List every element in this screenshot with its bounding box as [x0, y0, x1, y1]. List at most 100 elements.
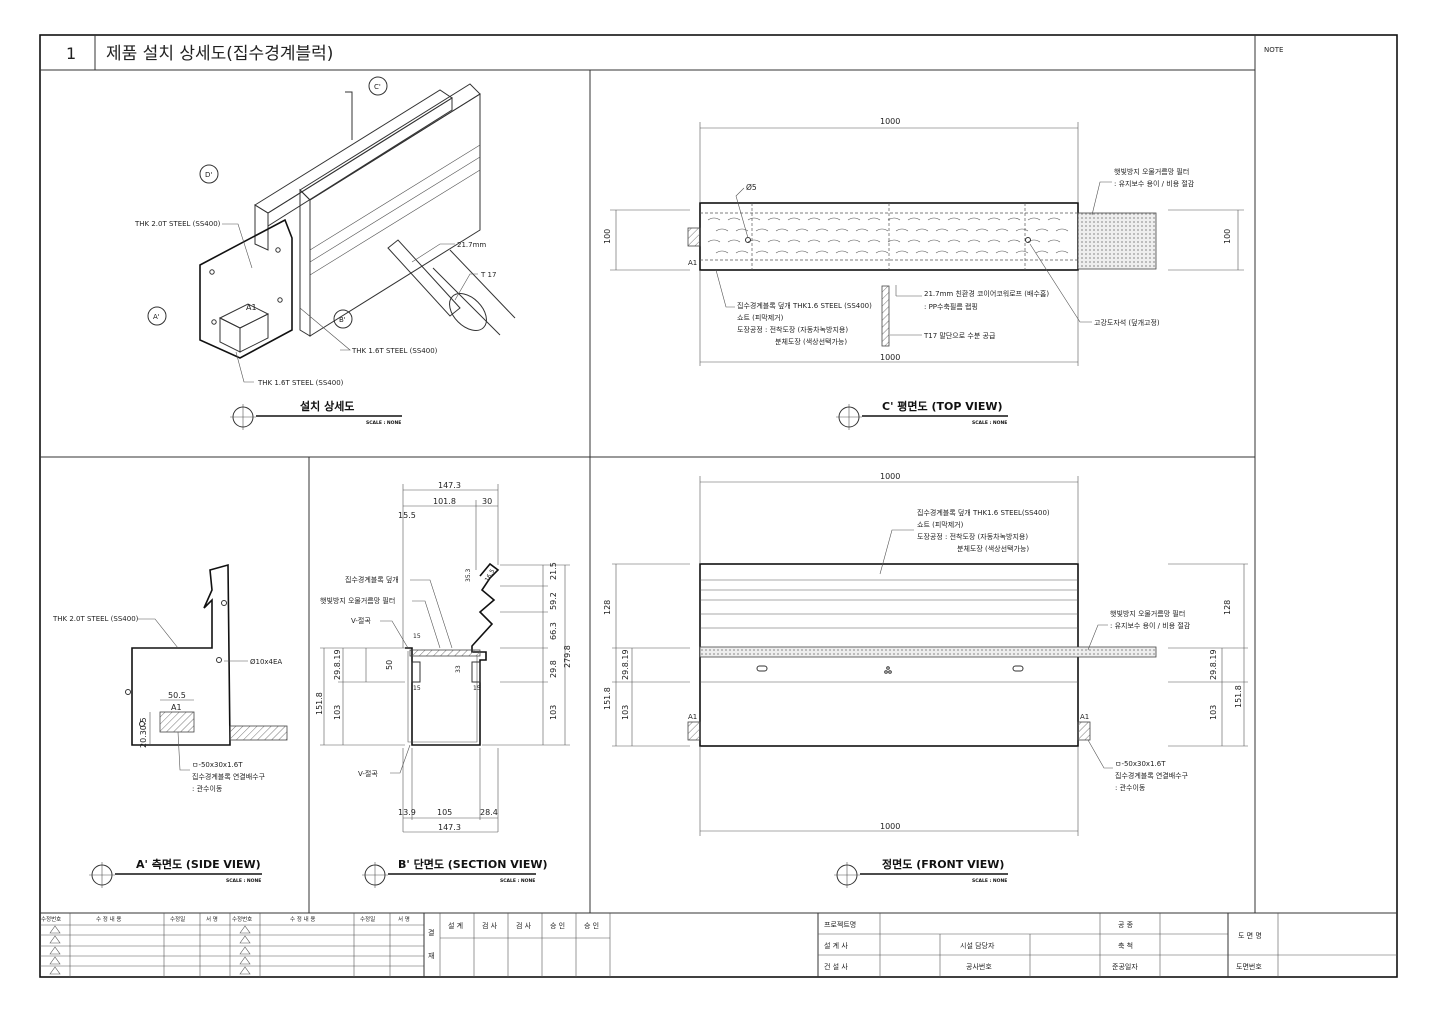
svg-text:햇빛방지 오물거름망 필터: 햇빛방지 오물거름망 필터 — [1110, 609, 1185, 618]
svg-text:도면번호: 도면번호 — [1236, 962, 1262, 971]
filter-slot — [987, 217, 1001, 221]
svg-text:A1: A1 — [688, 713, 697, 721]
filter-slot — [727, 217, 741, 221]
note-label: NOTE — [1264, 46, 1283, 54]
filter-slot — [967, 217, 981, 221]
filter-slot — [847, 239, 861, 243]
svg-text:151.8: 151.8 — [1234, 685, 1243, 708]
svg-text:ㅁ-50x30x1.6T: ㅁ-50x30x1.6T — [192, 761, 243, 769]
svg-text:29.8: 29.8 — [549, 660, 558, 678]
svg-text:128: 128 — [1223, 600, 1232, 615]
install-t17: T 17 — [480, 271, 496, 279]
filter-slot — [907, 239, 921, 243]
revision-triangle-icon — [239, 925, 251, 934]
svg-text:집수경계블록 덮개: 집수경계블록 덮개 — [345, 575, 399, 584]
svg-text:151.8: 151.8 — [315, 692, 324, 715]
svg-text:15: 15 — [473, 685, 481, 692]
svg-text:분체도장 (색상선택가능): 분체도장 (색상선택가능) — [775, 337, 847, 346]
svg-text:ㅁ-50x30x1.6T: ㅁ-50x30x1.6T — [1115, 760, 1166, 768]
filter-slot — [835, 228, 849, 232]
svg-text:집수경계블록 연결배수구: 집수경계블록 연결배수구 — [1115, 771, 1189, 780]
filter-mesh — [1077, 212, 1157, 270]
svg-text:집수경계블록 덮개 THK1.6 STEEL(SS400): 집수경계블록 덮개 THK1.6 STEEL(SS400) — [917, 508, 1050, 517]
filter-slot — [935, 228, 949, 232]
filter-slot — [967, 239, 981, 243]
svg-text:29.8.19: 29.8.19 — [333, 649, 342, 680]
svg-text:147.3: 147.3 — [438, 823, 461, 832]
svg-text:시설 담당자: 시설 담당자 — [960, 941, 995, 950]
filter-slot — [875, 250, 889, 254]
revision-triangle-icon — [49, 935, 61, 944]
filter-slot — [1055, 250, 1069, 254]
install-a1: A1 — [246, 303, 257, 312]
svg-text:35.3: 35.3 — [465, 568, 472, 582]
svg-text:V-절곡: V-절곡 — [351, 617, 371, 625]
filter-slot — [907, 217, 921, 221]
approval-header: 검 사 — [516, 921, 532, 930]
filter-slot — [735, 250, 749, 254]
svg-text:28.4: 28.4 — [480, 808, 498, 817]
top-dim-top: 1000 — [880, 117, 900, 126]
svg-text:15: 15 — [413, 685, 421, 692]
section-title: B' 단면도 (SECTION VIEW) — [398, 857, 548, 871]
svg-text:Ø10x4EA: Ø10x4EA — [250, 658, 282, 666]
top-magnet-note: 고강도자석 (덮개고정) — [1094, 318, 1160, 327]
svg-text:설 계 사: 설 계 사 — [824, 941, 848, 950]
filter-slot — [707, 217, 721, 221]
filter-slot — [987, 239, 1001, 243]
top-filter-note-1: 햇빛방지 오물거름망 필터 — [1114, 167, 1189, 176]
svg-text:Ø5: Ø5 — [746, 183, 757, 192]
svg-text:15.5: 15.5 — [398, 511, 416, 520]
filter-slot — [795, 250, 809, 254]
filter-slot — [927, 239, 941, 243]
svg-text:SCALE : NONE: SCALE : NONE — [366, 420, 401, 426]
svg-text:쇼트 (피막제거): 쇼트 (피막제거) — [737, 313, 784, 322]
revision-header: 수정번호 — [41, 915, 61, 923]
revision-header: 수정일 — [170, 915, 185, 923]
filter-slot — [727, 239, 741, 243]
front-view: A1 A1 1000 1000 128 29.8.19 151.8 103 12… — [603, 472, 1248, 888]
svg-text:1000: 1000 — [880, 472, 900, 481]
svg-text:100: 100 — [603, 229, 612, 244]
svg-text:A': A' — [153, 313, 160, 321]
filter-slot — [715, 250, 729, 254]
svg-text:1000: 1000 — [880, 822, 900, 831]
filter-slot — [715, 228, 729, 232]
filter-slot — [867, 217, 881, 221]
approval-header: 승 인 — [584, 921, 599, 930]
svg-text:103: 103 — [333, 705, 342, 720]
svg-text:103: 103 — [549, 705, 558, 720]
svg-text:A1: A1 — [1080, 713, 1089, 721]
filter-slot — [867, 239, 881, 243]
revision-triangle-icon — [239, 935, 251, 944]
svg-text:도장공정 : 전착도장 (자동차녹방지용): 도장공정 : 전착도장 (자동차녹방지용) — [737, 325, 848, 334]
svg-text:147.3: 147.3 — [438, 481, 461, 490]
svg-text:128: 128 — [603, 600, 612, 615]
revision-triangle-icon — [49, 966, 61, 975]
filter-slot — [1027, 239, 1041, 243]
sheet-border — [39, 34, 1398, 978]
top-view: A1 1000 1000 100 100 Ø5 햇빛방지 오물거름망 필터 : … — [603, 117, 1244, 430]
filter-slot — [855, 228, 869, 232]
svg-text:축 척: 축 척 — [1118, 941, 1133, 950]
filter-slot — [1007, 217, 1021, 221]
svg-text:분체도장 (색상선택가능): 분체도장 (색상선택가능) — [957, 544, 1029, 553]
svg-text:C': C' — [374, 83, 381, 91]
install-diameter: 21.7mm — [457, 241, 486, 249]
install-thk16-a: THK 1.6T STEEL (SS400) — [257, 379, 344, 387]
install-title: 설치 상세도 — [300, 399, 354, 413]
filter-slot — [1027, 217, 1041, 221]
sheet-number: 1 — [66, 44, 76, 63]
svg-text:: 관수이동: : 관수이동 — [1115, 783, 1146, 792]
svg-text:집수경계블록 덮개 THK1.6 STEEL (SS400): 집수경계블록 덮개 THK1.6 STEEL (SS400) — [737, 301, 872, 310]
svg-text:: 관수이동: : 관수이동 — [192, 784, 223, 793]
svg-text:50.5: 50.5 — [168, 691, 186, 700]
svg-text:103: 103 — [621, 705, 630, 720]
filter-slot — [947, 217, 961, 221]
svg-text:103: 103 — [1209, 705, 1218, 720]
svg-text:도 면 명: 도 면 명 — [1238, 931, 1262, 940]
revision-header: 수정일 — [360, 915, 375, 923]
svg-text:결: 결 — [428, 928, 434, 937]
side-view: 50.5 A1 20.30.5 THK 2.0T STEEL (SS400) Ø… — [52, 563, 288, 888]
approval-header: 승 인 — [550, 921, 565, 930]
